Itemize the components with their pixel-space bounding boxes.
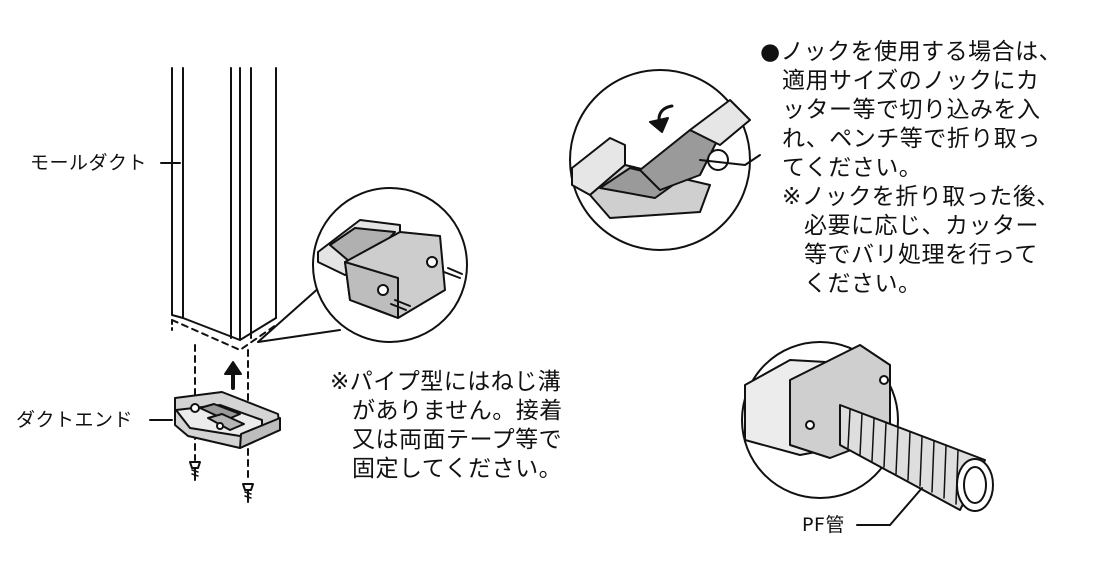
- note-line: ●ノックを使用する場合は、: [760, 39, 1063, 65]
- note-line: 等でバリ処理を行って: [804, 242, 1038, 268]
- detail-circle-ductend: [257, 187, 468, 343]
- mall-duct-label: モールダクト: [30, 152, 148, 174]
- note-line: 又は両面テープ等で: [352, 427, 563, 453]
- pf-pipe-label: PF管: [802, 514, 845, 536]
- knock-usage-note: ●ノックを使用する場合は、 適用サイズのノックにカ ッター等で切り込みを入 れ、…: [760, 38, 1062, 299]
- note-line: てください。: [782, 155, 923, 181]
- detail-circle-knock: [569, 69, 761, 251]
- note-line: ※パイプ型にはねじ溝: [330, 369, 562, 395]
- note-line: ッター等で切り込みを入: [782, 97, 1041, 123]
- duct-end-drawing: [149, 391, 281, 449]
- duct-end-label: ダクトエンド: [16, 409, 134, 431]
- detail-circle-pf-pipe: [741, 341, 994, 526]
- rotate-arrow-icon: [649, 117, 669, 133]
- note-line: ※ノックを折り取った後、: [782, 184, 1060, 210]
- insert-arrow-icon: [224, 361, 242, 390]
- pipe-type-note: ※パイプ型にはねじ溝 がありません。接着 又は両面テープ等で 固定してください。: [330, 368, 563, 484]
- note-line: ください。: [804, 271, 922, 297]
- note-line: がありません。接着: [352, 398, 563, 424]
- note-line: 必要に応じ、カッター: [804, 213, 1039, 239]
- note-line: 適用サイズのノックにカ: [782, 68, 1040, 94]
- note-line: 固定してください。: [352, 456, 563, 482]
- screw-icon: [189, 461, 254, 503]
- note-line: れ、ペンチ等で折り取っ: [782, 126, 1041, 152]
- mall-duct-drawing: [160, 67, 277, 351]
